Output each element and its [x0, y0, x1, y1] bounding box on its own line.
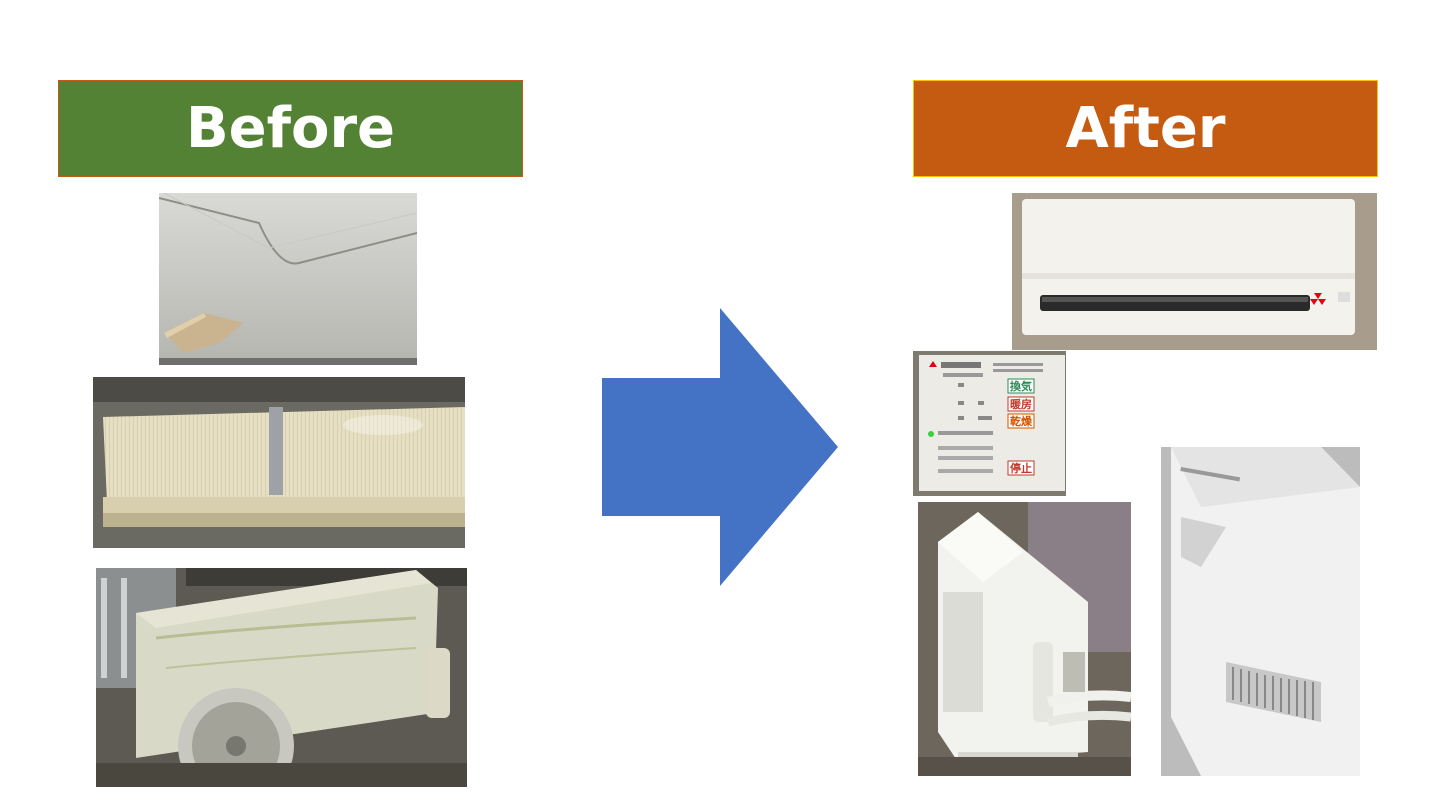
right-arrow-icon [602, 308, 838, 586]
bathroom-dryer-control-panel-photo: 換気 暖房 乾燥 停止 [913, 351, 1066, 496]
heating-button-label: 暖房 [1010, 397, 1032, 411]
new-outdoor-ac-unit-photo [918, 502, 1131, 776]
after-banner: After [913, 80, 1378, 177]
dry-button-label: 乾燥 [1010, 414, 1033, 428]
after-label: After [1065, 96, 1226, 161]
new-indoor-ac-unit-photo [1012, 193, 1377, 350]
before-banner: Before [58, 80, 523, 177]
bathroom-ceiling-vent-photo [159, 193, 417, 365]
new-ceiling-dryer-unit-photo [1161, 447, 1360, 776]
old-indoor-ac-unit-photo [93, 377, 465, 548]
before-label: Before [185, 96, 396, 161]
old-outdoor-ac-unit-photo [96, 568, 467, 787]
stop-button-label: 停止 [1010, 461, 1032, 475]
ventilation-button-label: 換気 [1010, 379, 1032, 393]
